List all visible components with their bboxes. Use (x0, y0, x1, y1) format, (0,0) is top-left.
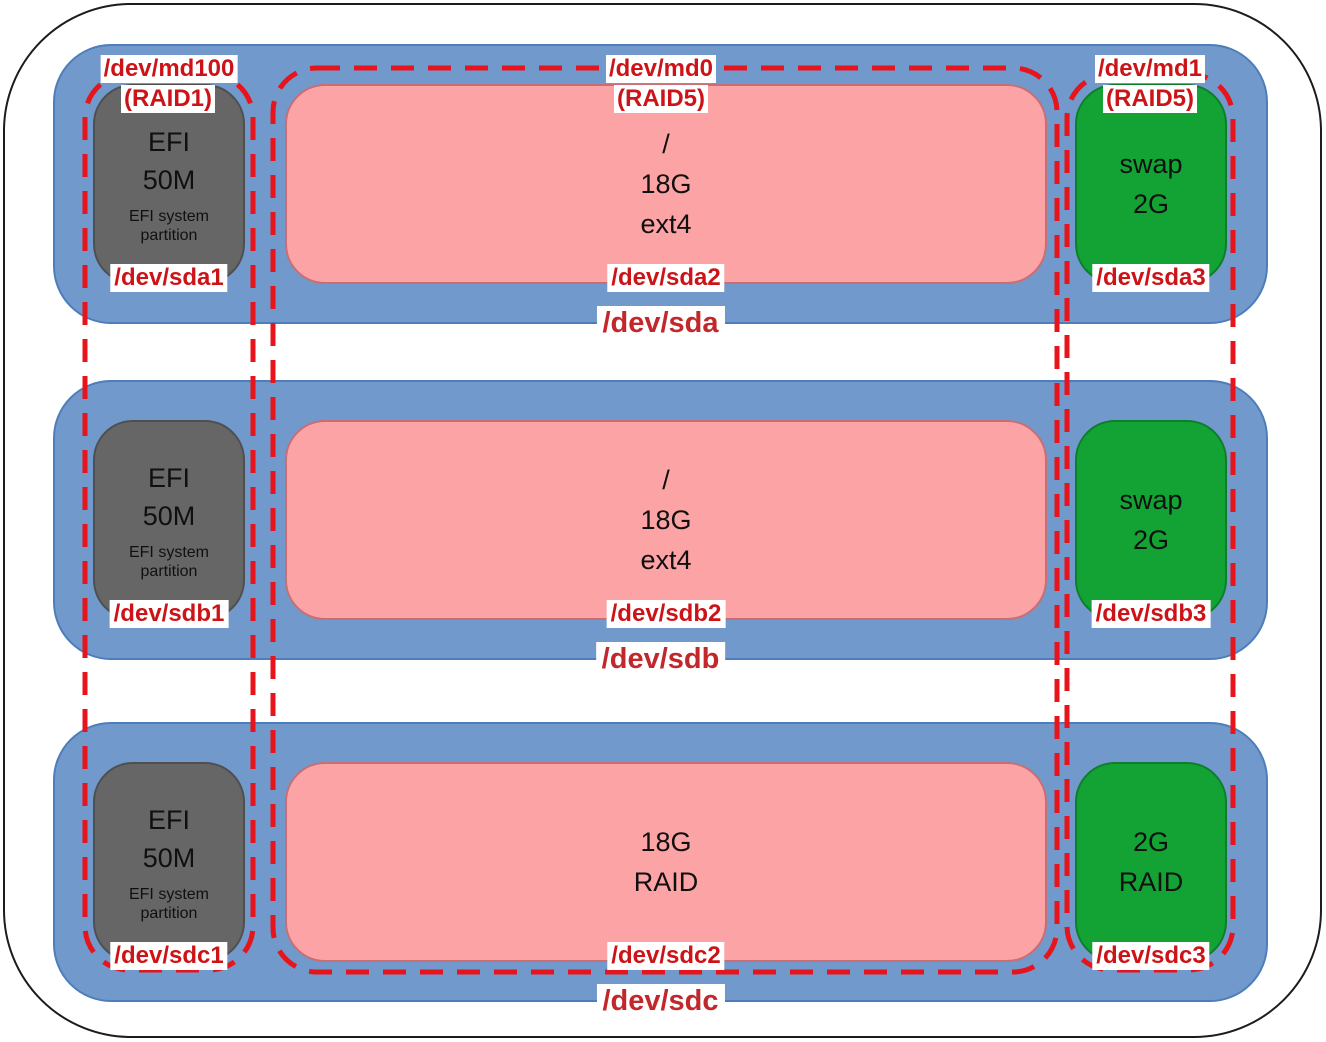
partition-note: EFI system partition (128, 208, 209, 244)
disk-sdc: EFI 50M EFI system partition /dev/sdc1 1… (53, 722, 1268, 1018)
partition-line: 18G (640, 169, 692, 199)
partition-note: EFI system partition (128, 886, 209, 922)
partition-line: ext4 (640, 209, 692, 239)
partition-device-label: /dev/sda3 (1092, 264, 1210, 292)
partition-sda1: EFI 50M EFI system partition /dev/sda1 (93, 84, 245, 292)
disk-device-label: /dev/sdc (596, 984, 725, 1018)
raid-md1-name: /dev/md1 (1094, 55, 1206, 83)
partition-line: 2G (1132, 827, 1170, 857)
partition-line: 50M (142, 501, 196, 531)
partition-line: RAID (633, 867, 699, 897)
partition-line: 2G (1132, 189, 1170, 219)
raid-md0-name: /dev/md0 (605, 55, 717, 83)
raid-md0-level: (RAID5) (614, 85, 708, 113)
partition-note: EFI system partition (128, 544, 209, 580)
partition-device-label: /dev/sdb3 (1091, 600, 1211, 628)
partition-line: / (662, 129, 670, 159)
partition-sdc3: 2G RAID /dev/sdc3 (1075, 762, 1227, 970)
partition-line: EFI (147, 463, 190, 493)
partition-sdc1: EFI 50M EFI system partition /dev/sdc1 (93, 762, 245, 970)
partition-sdb1: EFI 50M EFI system partition /dev/sdb1 (93, 420, 245, 628)
partition-device-label: /dev/sda1 (110, 264, 228, 292)
raid-md1-level: (RAID5) (1103, 85, 1197, 113)
partition-line: EFI (147, 805, 190, 835)
partition-sdc2: 18G RAID /dev/sdc2 (285, 762, 1047, 970)
partition-device-label: /dev/sdb1 (109, 600, 229, 628)
disk-device-label: /dev/sdb (595, 642, 726, 676)
partition-line: 18G (640, 827, 692, 857)
partition-device-label: /dev/sdc3 (1092, 942, 1210, 970)
partition-line: / (662, 465, 670, 495)
partition-line: RAID (1118, 867, 1184, 897)
disk-device-label: /dev/sda (596, 306, 725, 340)
partition-line: swap (1119, 149, 1183, 179)
partition-line: 50M (142, 843, 196, 873)
partition-line: EFI (147, 127, 190, 157)
partition-line: 18G (640, 505, 692, 535)
partition-device-label: /dev/sdb2 (606, 600, 726, 628)
raid-md100-name: /dev/md100 (100, 55, 238, 83)
partition-device-label: /dev/sdc2 (607, 942, 725, 970)
partition-sda3: swap 2G /dev/sda3 (1075, 84, 1227, 292)
raid-md100-level: (RAID1) (121, 85, 215, 113)
partition-device-label: /dev/sda2 (607, 264, 725, 292)
partition-line: 50M (142, 165, 196, 195)
partition-device-label: /dev/sdc1 (110, 942, 228, 970)
partition-sdb3: swap 2G /dev/sdb3 (1075, 420, 1227, 628)
disk-sdb: EFI 50M EFI system partition /dev/sdb1 /… (53, 380, 1268, 676)
partition-line: swap (1119, 485, 1183, 515)
partition-sdb2: / 18G ext4 /dev/sdb2 (285, 420, 1047, 628)
partition-line: ext4 (640, 545, 692, 575)
partition-line: 2G (1132, 525, 1170, 555)
partition-sda2: / 18G ext4 /dev/sda2 (285, 84, 1047, 292)
